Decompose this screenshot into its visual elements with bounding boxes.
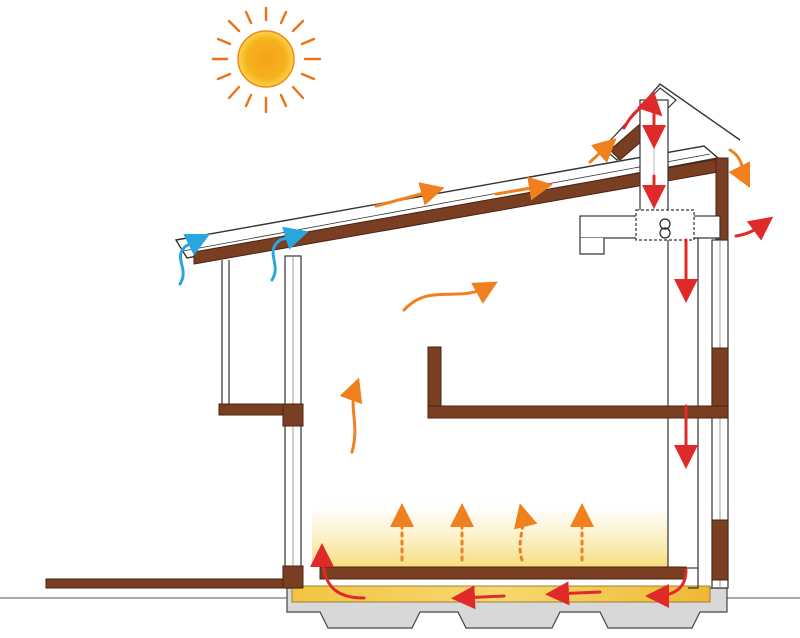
ventilation-box bbox=[579, 209, 721, 255]
floor-heat-glow bbox=[312, 505, 672, 567]
south-wall bbox=[282, 255, 304, 589]
rising-heat-arrows bbox=[390, 503, 594, 562]
fan-icon bbox=[659, 218, 671, 239]
loft-floor bbox=[427, 346, 729, 419]
room-circulation-arrows bbox=[339, 281, 498, 454]
cold-air-intake-arrows bbox=[178, 226, 309, 286]
sun-icon bbox=[211, 6, 322, 114]
left-porch bbox=[218, 260, 292, 416]
ground-floor bbox=[319, 566, 687, 580]
heat-storage-slab bbox=[291, 585, 711, 603]
roof-airflow-arrows bbox=[374, 137, 751, 208]
deck bbox=[45, 578, 289, 589]
hot-air-duct-arrows bbox=[310, 90, 774, 610]
